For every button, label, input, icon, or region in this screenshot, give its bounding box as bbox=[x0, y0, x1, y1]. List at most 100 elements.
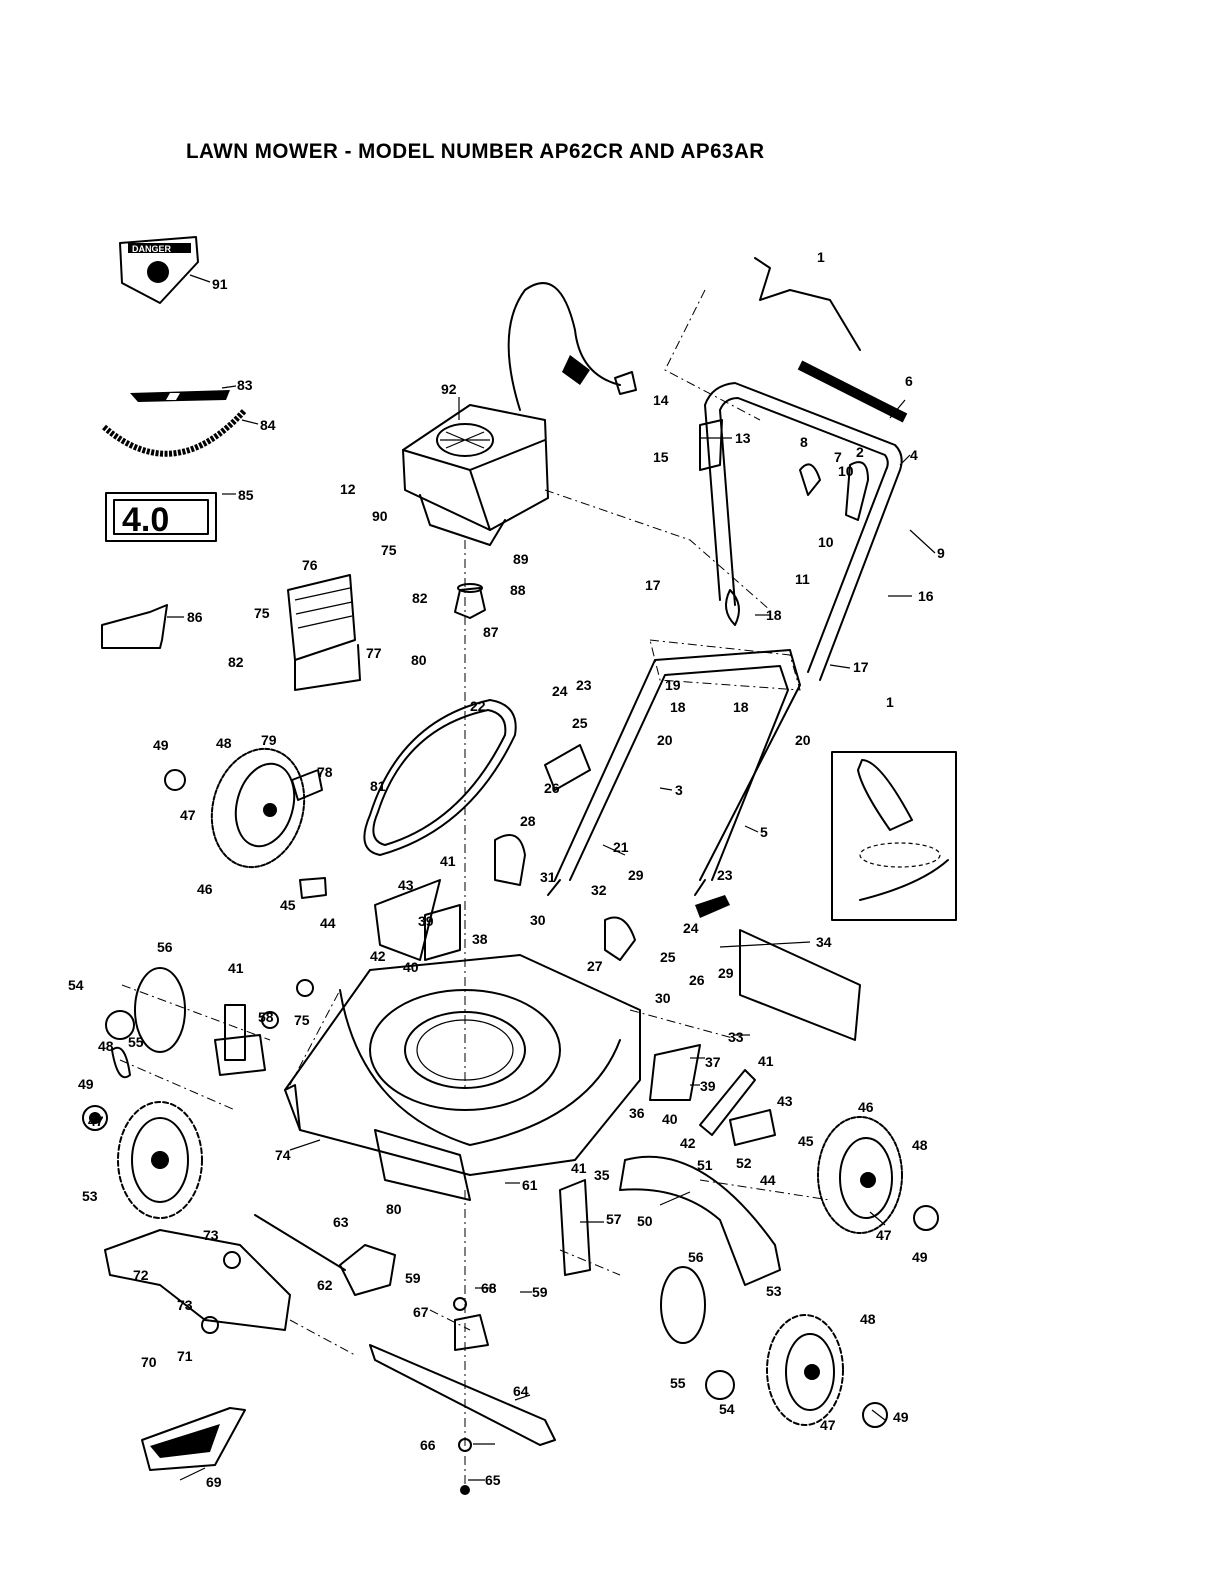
callout-87: 87 bbox=[483, 624, 499, 640]
upper-handle bbox=[704, 257, 908, 681]
callout-48-b: 48 bbox=[98, 1038, 114, 1054]
callout-88: 88 bbox=[510, 582, 526, 598]
callout-30-b: 30 bbox=[655, 990, 671, 1006]
callout-66: 66 bbox=[420, 1437, 436, 1453]
callout-83: 83 bbox=[237, 377, 253, 393]
callout-54-a: 54 bbox=[68, 977, 84, 993]
callout-labels: 91 1 6 83 84 85 92 14 13 15 8 2 4 7 10 1… bbox=[68, 249, 945, 1490]
callout-20-b: 20 bbox=[795, 732, 811, 748]
rear-baffle bbox=[619, 1155, 781, 1286]
callout-2: 2 bbox=[856, 444, 864, 460]
callout-53-b: 53 bbox=[766, 1283, 782, 1299]
callout-7: 7 bbox=[834, 449, 842, 465]
callout-62: 62 bbox=[317, 1277, 333, 1293]
callout-55-a: 55 bbox=[128, 1034, 144, 1050]
callout-48-d: 48 bbox=[860, 1311, 876, 1327]
callout-86: 86 bbox=[187, 609, 203, 625]
callout-45-a: 45 bbox=[280, 897, 296, 913]
callout-42-a: 42 bbox=[370, 948, 386, 964]
callout-53-a: 53 bbox=[82, 1188, 98, 1204]
callout-6: 6 bbox=[905, 373, 913, 389]
leader-lines bbox=[167, 274, 936, 1481]
callout-73-b: 73 bbox=[177, 1297, 193, 1313]
callout-30-a: 30 bbox=[530, 912, 546, 928]
callout-48-c: 48 bbox=[912, 1137, 928, 1153]
callout-48-a: 48 bbox=[216, 735, 232, 751]
callout-47-b: 47 bbox=[88, 1113, 104, 1129]
callout-68: 68 bbox=[481, 1280, 497, 1296]
callout-81: 81 bbox=[370, 778, 386, 794]
callout-61: 61 bbox=[522, 1177, 538, 1193]
callout-85: 85 bbox=[238, 487, 254, 503]
callout-3: 3 bbox=[675, 782, 683, 798]
callout-44-b: 44 bbox=[760, 1172, 776, 1188]
callout-22: 22 bbox=[470, 698, 486, 714]
callout-52: 52 bbox=[736, 1155, 752, 1171]
callout-32: 32 bbox=[591, 882, 607, 898]
callout-78: 78 bbox=[317, 764, 333, 780]
arc-decal-84 bbox=[102, 407, 248, 457]
callout-59-a: 59 bbox=[405, 1270, 421, 1286]
engine bbox=[402, 404, 549, 546]
callout-63: 63 bbox=[333, 1214, 349, 1230]
decal-86 bbox=[101, 604, 168, 649]
callout-21: 21 bbox=[613, 839, 629, 855]
callout-45-b: 45 bbox=[798, 1133, 814, 1149]
callout-31: 31 bbox=[540, 869, 556, 885]
callout-25-b: 25 bbox=[660, 949, 676, 965]
callout-57: 57 bbox=[606, 1211, 622, 1227]
callout-26-b: 26 bbox=[689, 972, 705, 988]
callout-40-b: 40 bbox=[662, 1111, 678, 1127]
callout-47-a: 47 bbox=[180, 807, 196, 823]
callout-74: 74 bbox=[275, 1147, 291, 1163]
callout-26-a: 26 bbox=[544, 780, 560, 796]
callout-11: 11 bbox=[795, 571, 810, 587]
page-title: LAWN MOWER - MODEL NUMBER AP62CR AND AP6… bbox=[186, 140, 765, 163]
callout-40-a: 40 bbox=[403, 959, 419, 975]
callout-65: 65 bbox=[485, 1472, 501, 1488]
callout-77: 77 bbox=[366, 645, 382, 661]
callout-64: 64 bbox=[513, 1383, 529, 1399]
mower-blade bbox=[369, 1344, 556, 1446]
callout-23-a: 23 bbox=[576, 677, 592, 693]
callout-92: 92 bbox=[441, 381, 457, 397]
callout-5: 5 bbox=[760, 824, 768, 840]
callout-36: 36 bbox=[629, 1105, 645, 1121]
callout-35: 35 bbox=[594, 1167, 610, 1183]
callout-80-b: 80 bbox=[386, 1201, 402, 1217]
callout-41-d: 41 bbox=[571, 1160, 587, 1176]
mower-deck bbox=[284, 954, 641, 1201]
callout-24-a: 24 bbox=[552, 683, 568, 699]
callout-34: 34 bbox=[816, 934, 832, 950]
callout-56-b: 56 bbox=[688, 1249, 704, 1265]
callout-46-a: 46 bbox=[197, 881, 213, 897]
throttle-cable bbox=[507, 282, 621, 411]
callout-54-b: 54 bbox=[719, 1401, 735, 1417]
callout-18-c: 18 bbox=[733, 699, 749, 715]
callout-39-a: 39 bbox=[418, 913, 434, 929]
callout-17-a: 17 bbox=[645, 577, 661, 593]
callout-73-a: 73 bbox=[203, 1227, 219, 1243]
callout-58: 58 bbox=[258, 1009, 274, 1025]
rear-axle bbox=[254, 1214, 346, 1271]
callout-29-a: 29 bbox=[628, 867, 644, 883]
svg-text:4.0: 4.0 bbox=[122, 501, 169, 539]
callout-23-b: 23 bbox=[717, 867, 733, 883]
svg-text:DANGER: DANGER bbox=[132, 244, 172, 254]
callout-12: 12 bbox=[340, 481, 356, 497]
callout-59-b: 59 bbox=[532, 1284, 548, 1300]
callout-39-b: 39 bbox=[700, 1078, 716, 1094]
callout-41-a: 41 bbox=[440, 853, 456, 869]
callout-50: 50 bbox=[637, 1213, 653, 1229]
drive-belt bbox=[363, 699, 517, 856]
callout-24-b: 24 bbox=[683, 920, 699, 936]
callout-47-c: 47 bbox=[876, 1227, 892, 1243]
callout-42-b: 42 bbox=[680, 1135, 696, 1151]
gear-cover-left bbox=[134, 967, 186, 1053]
gear-cover-right bbox=[660, 1266, 706, 1344]
callout-67: 67 bbox=[413, 1304, 429, 1320]
callout-16: 16 bbox=[918, 588, 934, 604]
callout-90: 90 bbox=[372, 508, 388, 524]
callout-1: 1 bbox=[817, 249, 825, 265]
discharge-door bbox=[739, 929, 861, 1041]
